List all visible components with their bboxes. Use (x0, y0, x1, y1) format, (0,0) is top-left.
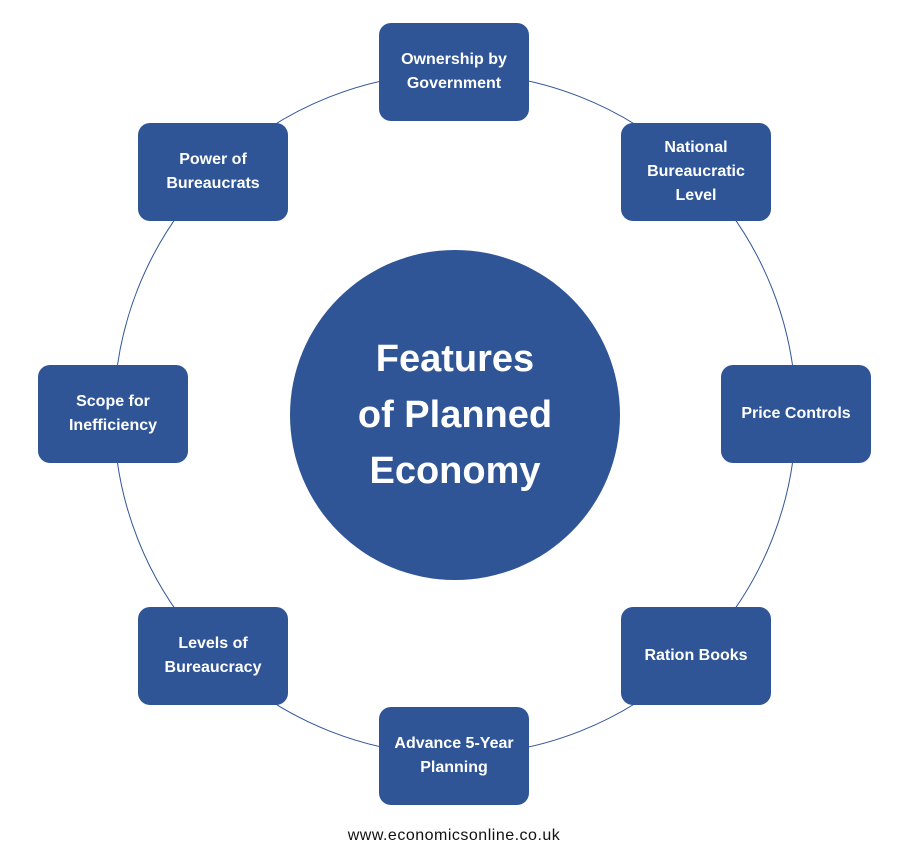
node-price-controls: Price Controls (721, 365, 871, 463)
node-scope-for-inefficiency: Scope for Inefficiency (38, 365, 188, 463)
node-ownership-by-government: Ownership by Government (379, 23, 529, 121)
node-levels-of-bureaucracy: Levels of Bureaucracy (138, 607, 288, 705)
node-ration-books: Ration Books (621, 607, 771, 705)
node-national-bureaucratic-level: National Bureaucratic Level (621, 123, 771, 221)
node-advance-5-year-planning: Advance 5-Year Planning (379, 707, 529, 805)
source-url: www.economicsonline.co.uk (347, 827, 561, 844)
central-topic: Features of Planned Economy (290, 250, 620, 580)
node-power-of-bureaucrats: Power of Bureaucrats (138, 123, 288, 221)
